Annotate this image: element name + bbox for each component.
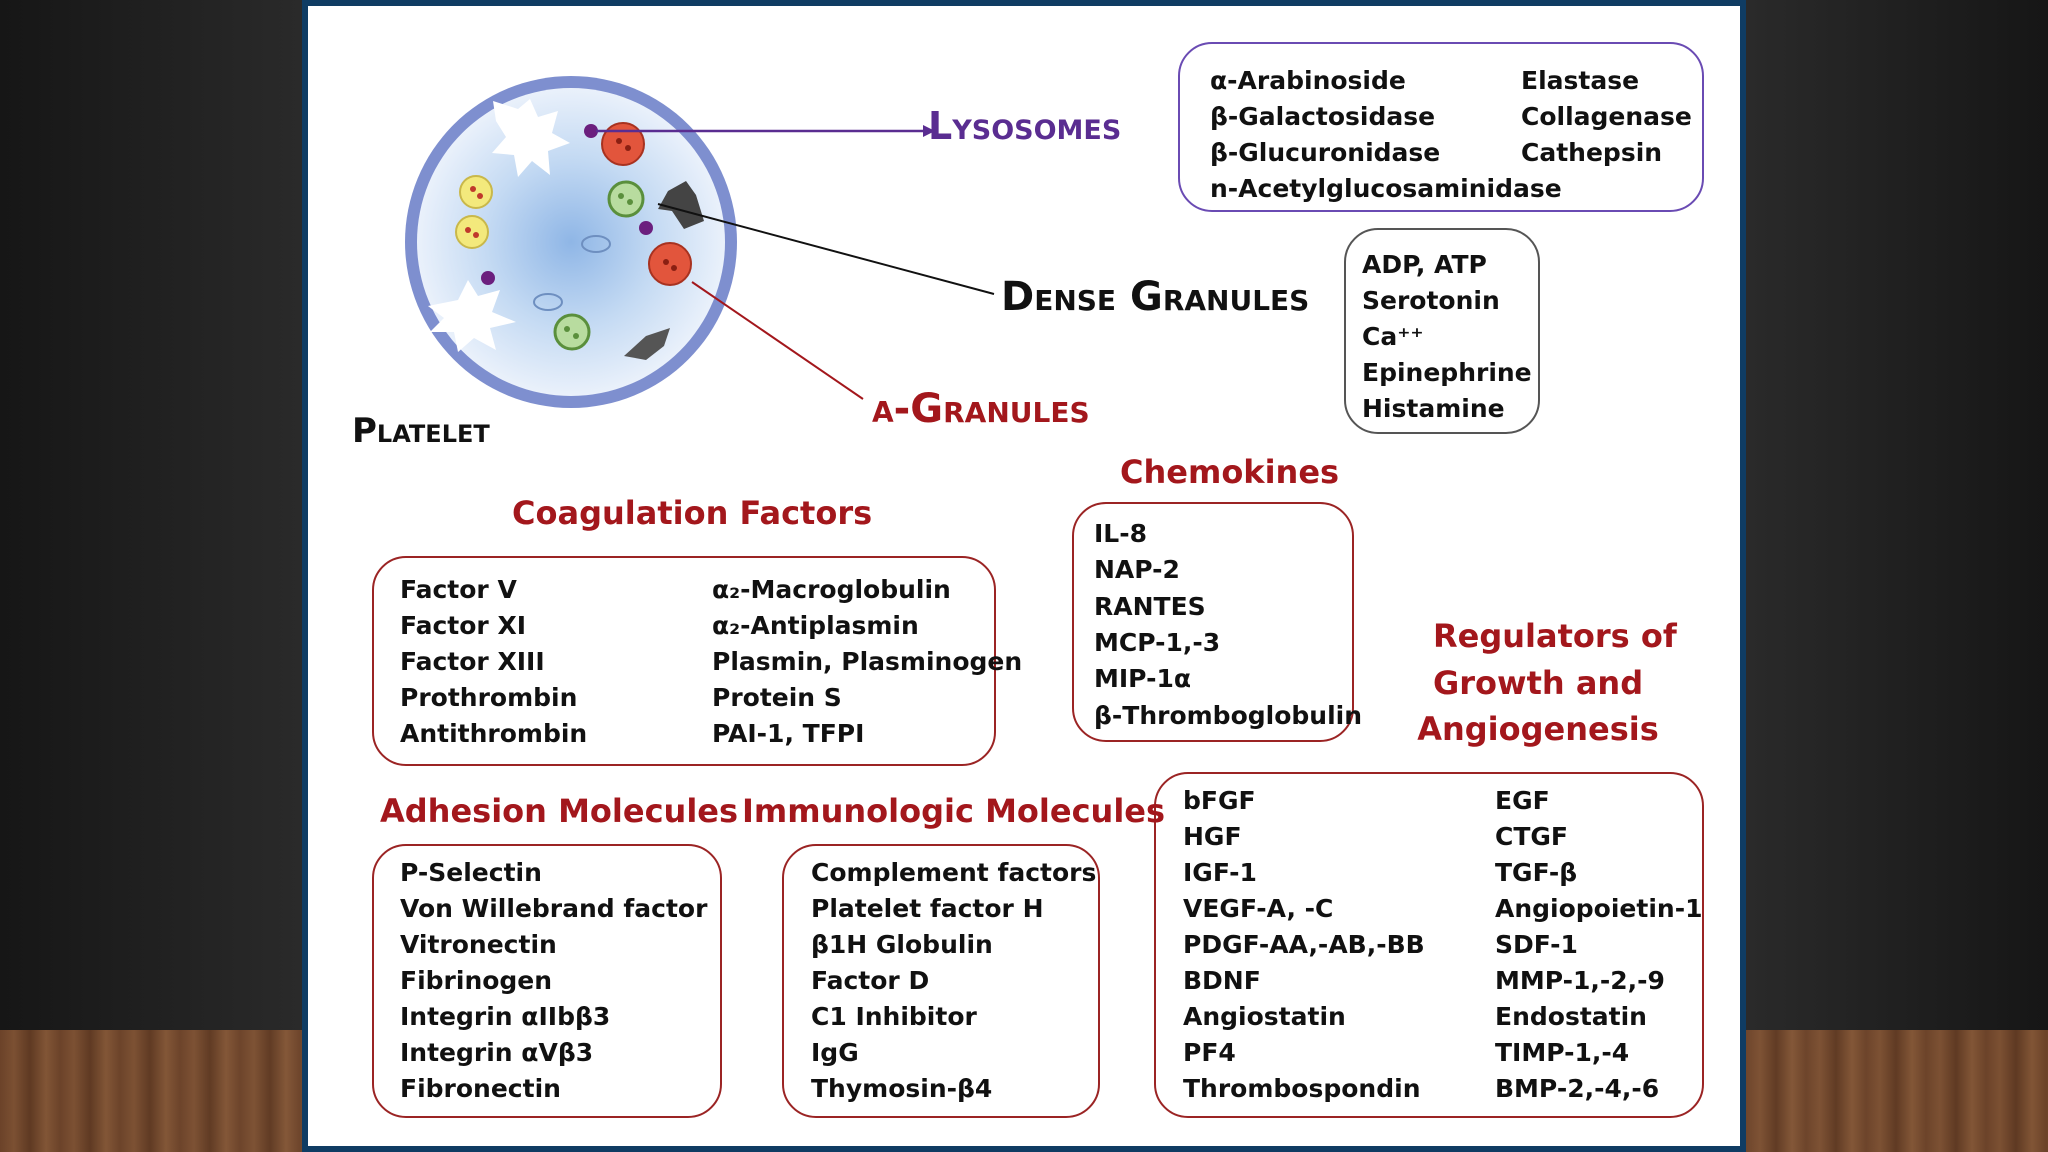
floor-left <box>0 1030 302 1152</box>
list-item: ADP, ATP <box>1362 250 1487 279</box>
list-item: HGF <box>1183 822 1242 851</box>
list-item: C1 Inhibitor <box>811 1002 977 1031</box>
list-item: Factor XIII <box>400 647 545 676</box>
slide: Lysosomes Dense Granules α-Granules Plat… <box>302 0 1746 1152</box>
canalicular-system-top <box>492 99 570 177</box>
list-item: β-Galactosidase <box>1210 102 1436 131</box>
list-item: Thrombospondin <box>1183 1074 1421 1103</box>
slide-canvas: Lysosomes Dense Granules α-Granules Plat… <box>308 6 1740 1146</box>
dense-granule-contents-box <box>1344 228 1540 434</box>
platelet-label: Platelet <box>352 411 490 451</box>
list-item: BDNF <box>1183 966 1261 995</box>
canalicular-system-bottom <box>428 280 516 352</box>
chemokines-box <box>1072 502 1354 742</box>
list-item: β-Glucuronidase <box>1210 138 1441 167</box>
list-item: VEGF-A, -C <box>1183 894 1334 923</box>
list-item: Vitronectin <box>400 930 557 959</box>
list-item: β-Thromboglobulin <box>1094 701 1363 730</box>
list-item: α₂-Antiplasmin <box>712 611 919 640</box>
list-item: IgG <box>811 1038 859 1067</box>
list-item: bFGF <box>1183 786 1256 815</box>
list-item: MCP-1,-3 <box>1094 628 1221 657</box>
regulators-box <box>1154 772 1704 1118</box>
list-item: Fibrinogen <box>400 966 553 995</box>
list-item: α₂-Macroglobulin <box>712 575 951 604</box>
list-item: IGF-1 <box>1183 858 1257 887</box>
list-item: Angiostatin <box>1183 1002 1346 1031</box>
list-item: α-Arabinoside <box>1210 66 1406 95</box>
regulators-title-line-2: Growth and <box>1433 664 1644 702</box>
list-item: TIMP-1,-4 <box>1495 1038 1630 1067</box>
list-item: Fibronectin <box>400 1074 561 1103</box>
list-item: CTGF <box>1495 822 1568 851</box>
adhesion-molecules-title: Adhesion Molecules <box>380 792 739 830</box>
list-item: Protein S <box>712 683 842 712</box>
list-item: P-Selectin <box>400 858 542 887</box>
list-item: Ca⁺⁺ <box>1362 322 1424 351</box>
list-item: Factor XI <box>400 611 527 640</box>
adhesion-molecules-box <box>372 844 722 1118</box>
list-item: Plasmin, Plasminogen <box>712 647 1023 676</box>
background-right <box>1746 0 2048 1152</box>
list-item: Serotonin <box>1362 286 1500 315</box>
list-item: Factor D <box>811 966 930 995</box>
list-item: Thymosin-β4 <box>811 1074 993 1103</box>
list-item: BMP-2,-4,-6 <box>1495 1074 1660 1103</box>
coagulation-factors-box <box>372 556 996 766</box>
floor-right <box>1746 1030 2048 1152</box>
list-item: Complement factors <box>811 858 1097 887</box>
list-item: PAI-1, TFPI <box>712 719 865 748</box>
platelet-illustration <box>405 76 995 408</box>
alpha-granule-pointer-line <box>691 281 864 400</box>
regulators-title-line-1: Regulators of <box>1433 617 1677 655</box>
list-item: PF4 <box>1183 1038 1236 1067</box>
immunologic-molecules-box <box>782 844 1100 1118</box>
list-item: Integrin αIIbβ3 <box>400 1002 611 1031</box>
list-item: β1H Globulin <box>811 930 993 959</box>
list-item: MMP-1,-2,-9 <box>1495 966 1665 995</box>
list-item: Collagenase <box>1521 102 1692 131</box>
background-left <box>0 0 302 1152</box>
list-item: Endostatin <box>1495 1002 1647 1031</box>
lysosomes-label: Lysosomes <box>928 104 1122 148</box>
list-item: Von Willebrand factor <box>400 894 708 923</box>
lysosome-contents-box <box>1178 42 1704 212</box>
list-item: MIP-1α <box>1094 664 1192 693</box>
list-item: IL-8 <box>1094 519 1148 548</box>
list-item: Prothrombin <box>400 683 578 712</box>
list-item: Angiopoietin-1 <box>1495 894 1703 923</box>
alpha-granules-label: α-Granules <box>872 386 1090 432</box>
list-item: Platelet factor H <box>811 894 1044 923</box>
list-item: SDF-1 <box>1495 930 1578 959</box>
list-item: Factor V <box>400 575 517 604</box>
list-item: Cathepsin <box>1521 138 1663 167</box>
immunologic-molecules-title: Immunologic Molecules <box>742 792 1166 830</box>
list-item: RANTES <box>1094 592 1206 621</box>
coagulation-factors-title: Coagulation Factors <box>512 494 873 532</box>
list-item: Elastase <box>1521 66 1640 95</box>
list-item: TGF-β <box>1495 858 1578 887</box>
list-item: Histamine <box>1362 394 1505 423</box>
dense-granules-label: Dense Granules <box>1001 274 1310 320</box>
list-item: Integrin αVβ3 <box>400 1038 594 1067</box>
list-item: Epinephrine <box>1362 358 1532 387</box>
chemokines-title: Chemokines <box>1120 453 1340 491</box>
list-item: n-Acetylglucosaminidase <box>1210 174 1562 203</box>
list-item: EGF <box>1495 786 1550 815</box>
regulators-title-line-3: Angiogenesis <box>1417 710 1659 748</box>
list-item: PDGF-AA,-AB,-BB <box>1183 930 1425 959</box>
list-item: NAP-2 <box>1094 555 1180 584</box>
dense-granule-pointer-line <box>657 203 995 295</box>
list-item: Antithrombin <box>400 719 588 748</box>
